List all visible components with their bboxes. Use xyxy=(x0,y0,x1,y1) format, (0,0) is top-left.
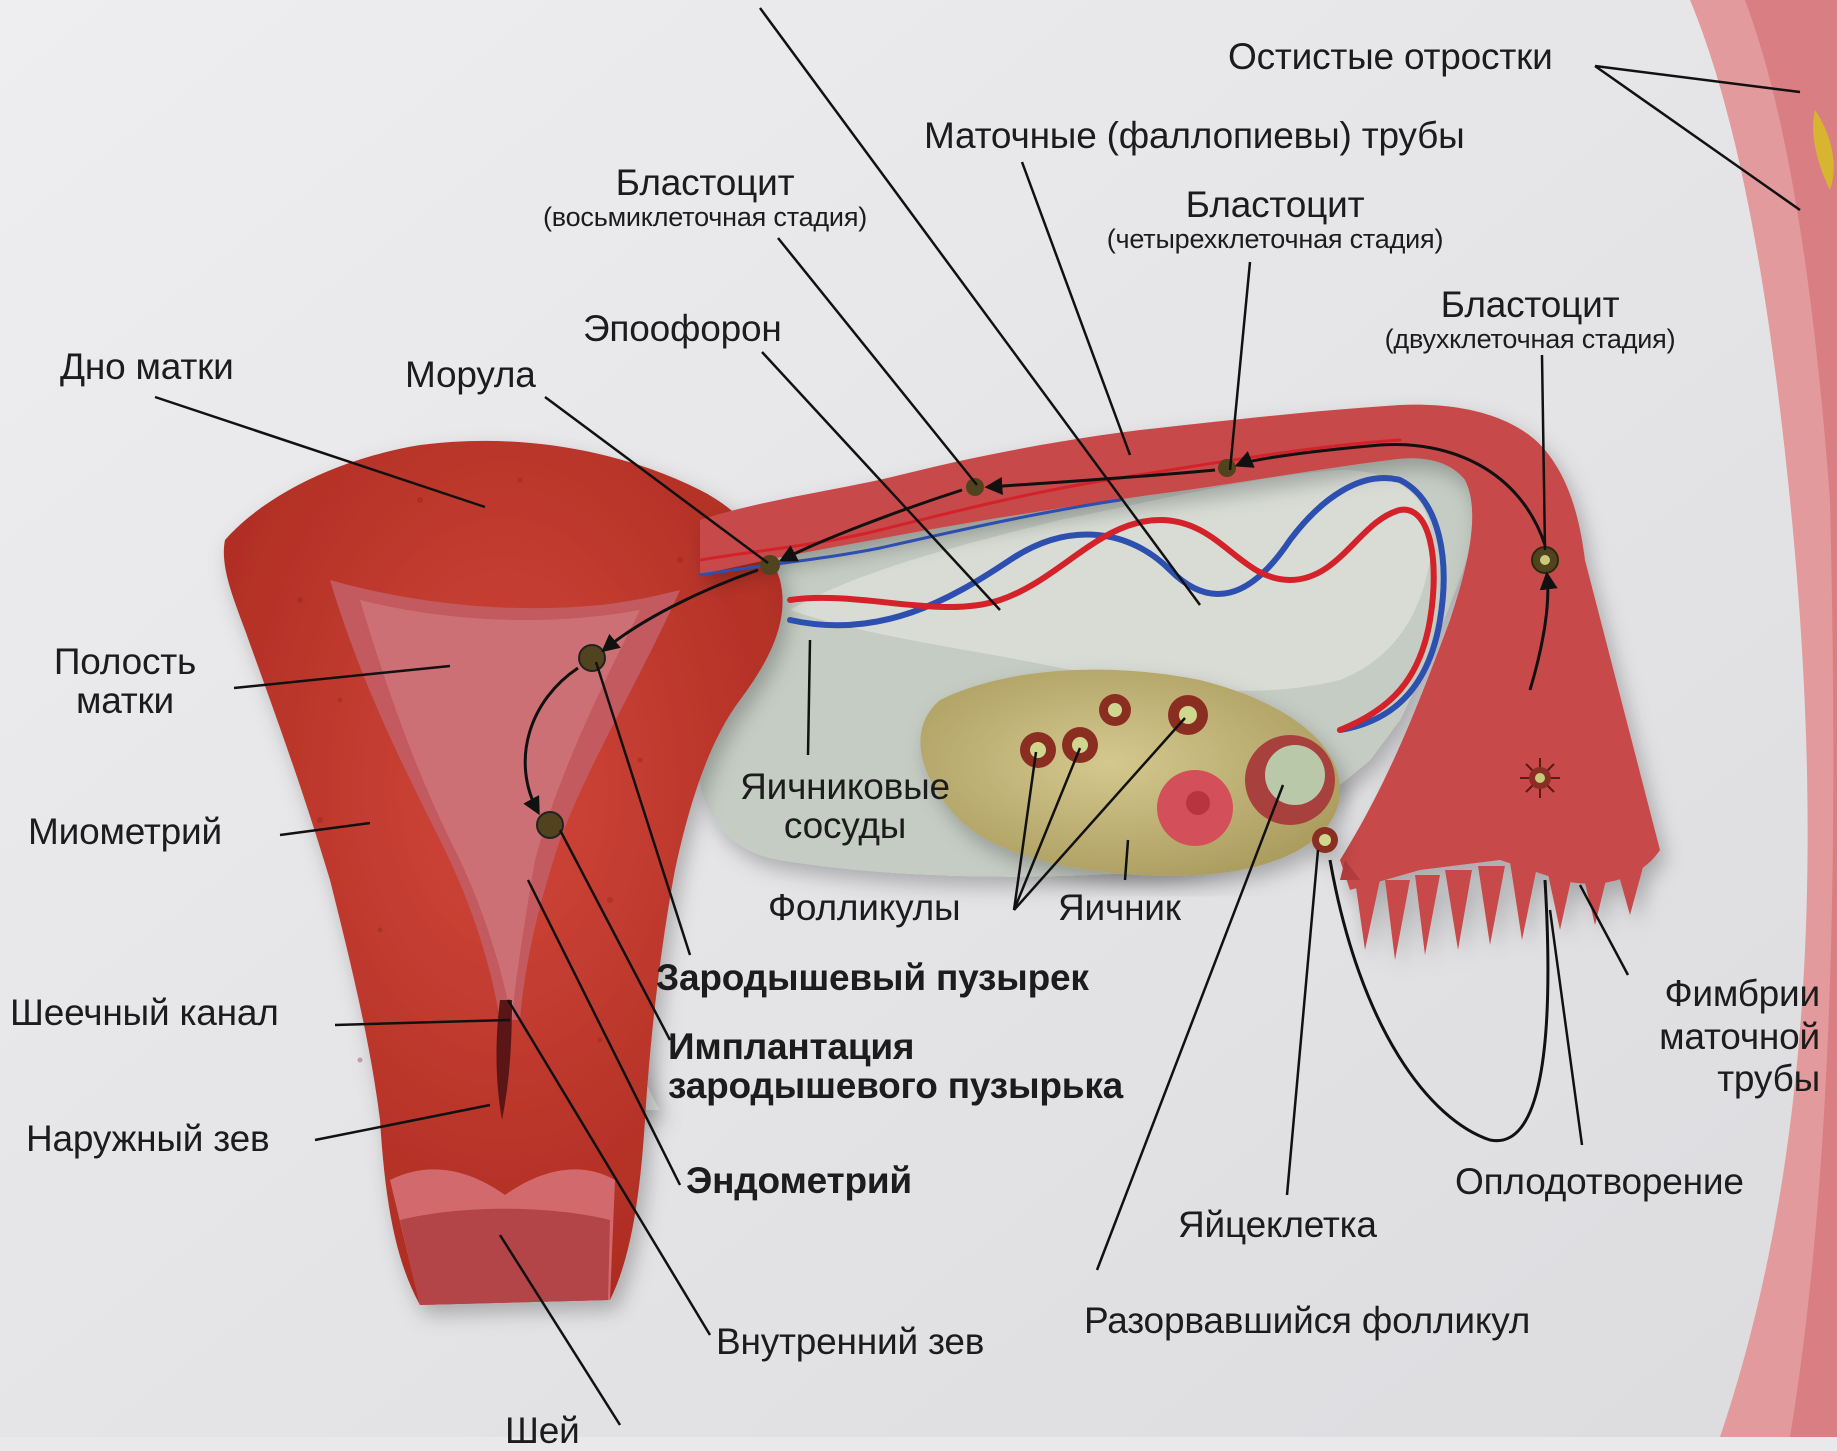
label-myometrium: Миометрий xyxy=(28,813,222,852)
label-ovary: Яичник xyxy=(1058,889,1181,928)
implantation-line2: зародышевого пузырька xyxy=(668,1067,1123,1106)
uterine-cavity-line1: Полость xyxy=(30,643,220,682)
label-morula: Морула xyxy=(405,356,536,395)
label-ruptured-follicle: Разорвавшийся фолликул xyxy=(1084,1302,1530,1341)
label-uterine-cavity: Полость матки xyxy=(30,643,220,721)
blastocyte-four-cell xyxy=(1218,459,1236,477)
label-implantation: Имплантация зародышевого пузырька xyxy=(668,1028,1123,1106)
label-internal-os: Внутренний зев xyxy=(716,1323,984,1362)
blastocyte-four-cell-stage: (четырехклеточная стадия) xyxy=(1060,225,1490,253)
blastocyte-four-cell-title: Бластоцит xyxy=(1060,186,1490,225)
implantation-site xyxy=(537,812,563,838)
fimbriae-line2: маточной xyxy=(1600,1016,1820,1059)
label-blastocyte-eight-cell: Бластоцит (восьмиклеточная стадия) xyxy=(500,164,910,231)
label-cervix-partial: Шей xyxy=(505,1412,580,1451)
label-epoophoron: Эпоофорон xyxy=(583,310,782,349)
ovarian-vessels-line2: сосуды xyxy=(725,807,965,846)
label-fundus: Дно матки xyxy=(60,348,234,387)
fertilization-site xyxy=(1520,758,1560,798)
label-external-os: Наружный зев xyxy=(26,1120,269,1159)
blastocyte-two-cell-stage: (двухклеточная стадия) xyxy=(1340,325,1720,353)
label-fertilization: Оплодотворение xyxy=(1455,1163,1744,1202)
label-cervical-canal: Шеечный канал xyxy=(10,994,279,1033)
blastocyte-two-cell-title: Бластоцит xyxy=(1340,286,1720,325)
label-blastocyte-four-cell: Бластоцит (четырехклеточная стадия) xyxy=(1060,186,1490,253)
label-ovarian-vessels: Яичниковые сосуды xyxy=(725,768,965,846)
label-spinous-processes: Остистые отростки xyxy=(1228,38,1553,77)
uterine-cavity-line2: матки xyxy=(30,682,220,721)
label-blastocyte-two-cell: Бластоцит (двухклеточная стадия) xyxy=(1340,286,1720,353)
ovarian-vessels-line1: Яичниковые xyxy=(725,768,965,807)
label-fallopian-tubes: Маточные (фаллопиевы) трубы xyxy=(924,117,1465,156)
implantation-line1: Имплантация xyxy=(668,1028,1123,1067)
label-egg-cell: Яйцеклетка xyxy=(1178,1206,1377,1245)
label-fimbriae: Фимбрии маточной трубы xyxy=(1600,973,1820,1101)
fimbriae-line1: Фимбрии xyxy=(1600,973,1820,1016)
label-germinal-vesicle: Зародышевый пузырек xyxy=(656,959,1089,998)
blastocyte-eight-cell-title: Бластоцит xyxy=(500,164,910,203)
label-follicles: Фолликулы xyxy=(768,889,960,928)
label-endometrium: Эндометрий xyxy=(686,1162,912,1201)
blastocyte-eight-cell-stage: (восьмиклеточная стадия) xyxy=(500,203,910,231)
fimbriae-line3: трубы xyxy=(1600,1058,1820,1101)
germinal-vesicle xyxy=(579,645,605,671)
